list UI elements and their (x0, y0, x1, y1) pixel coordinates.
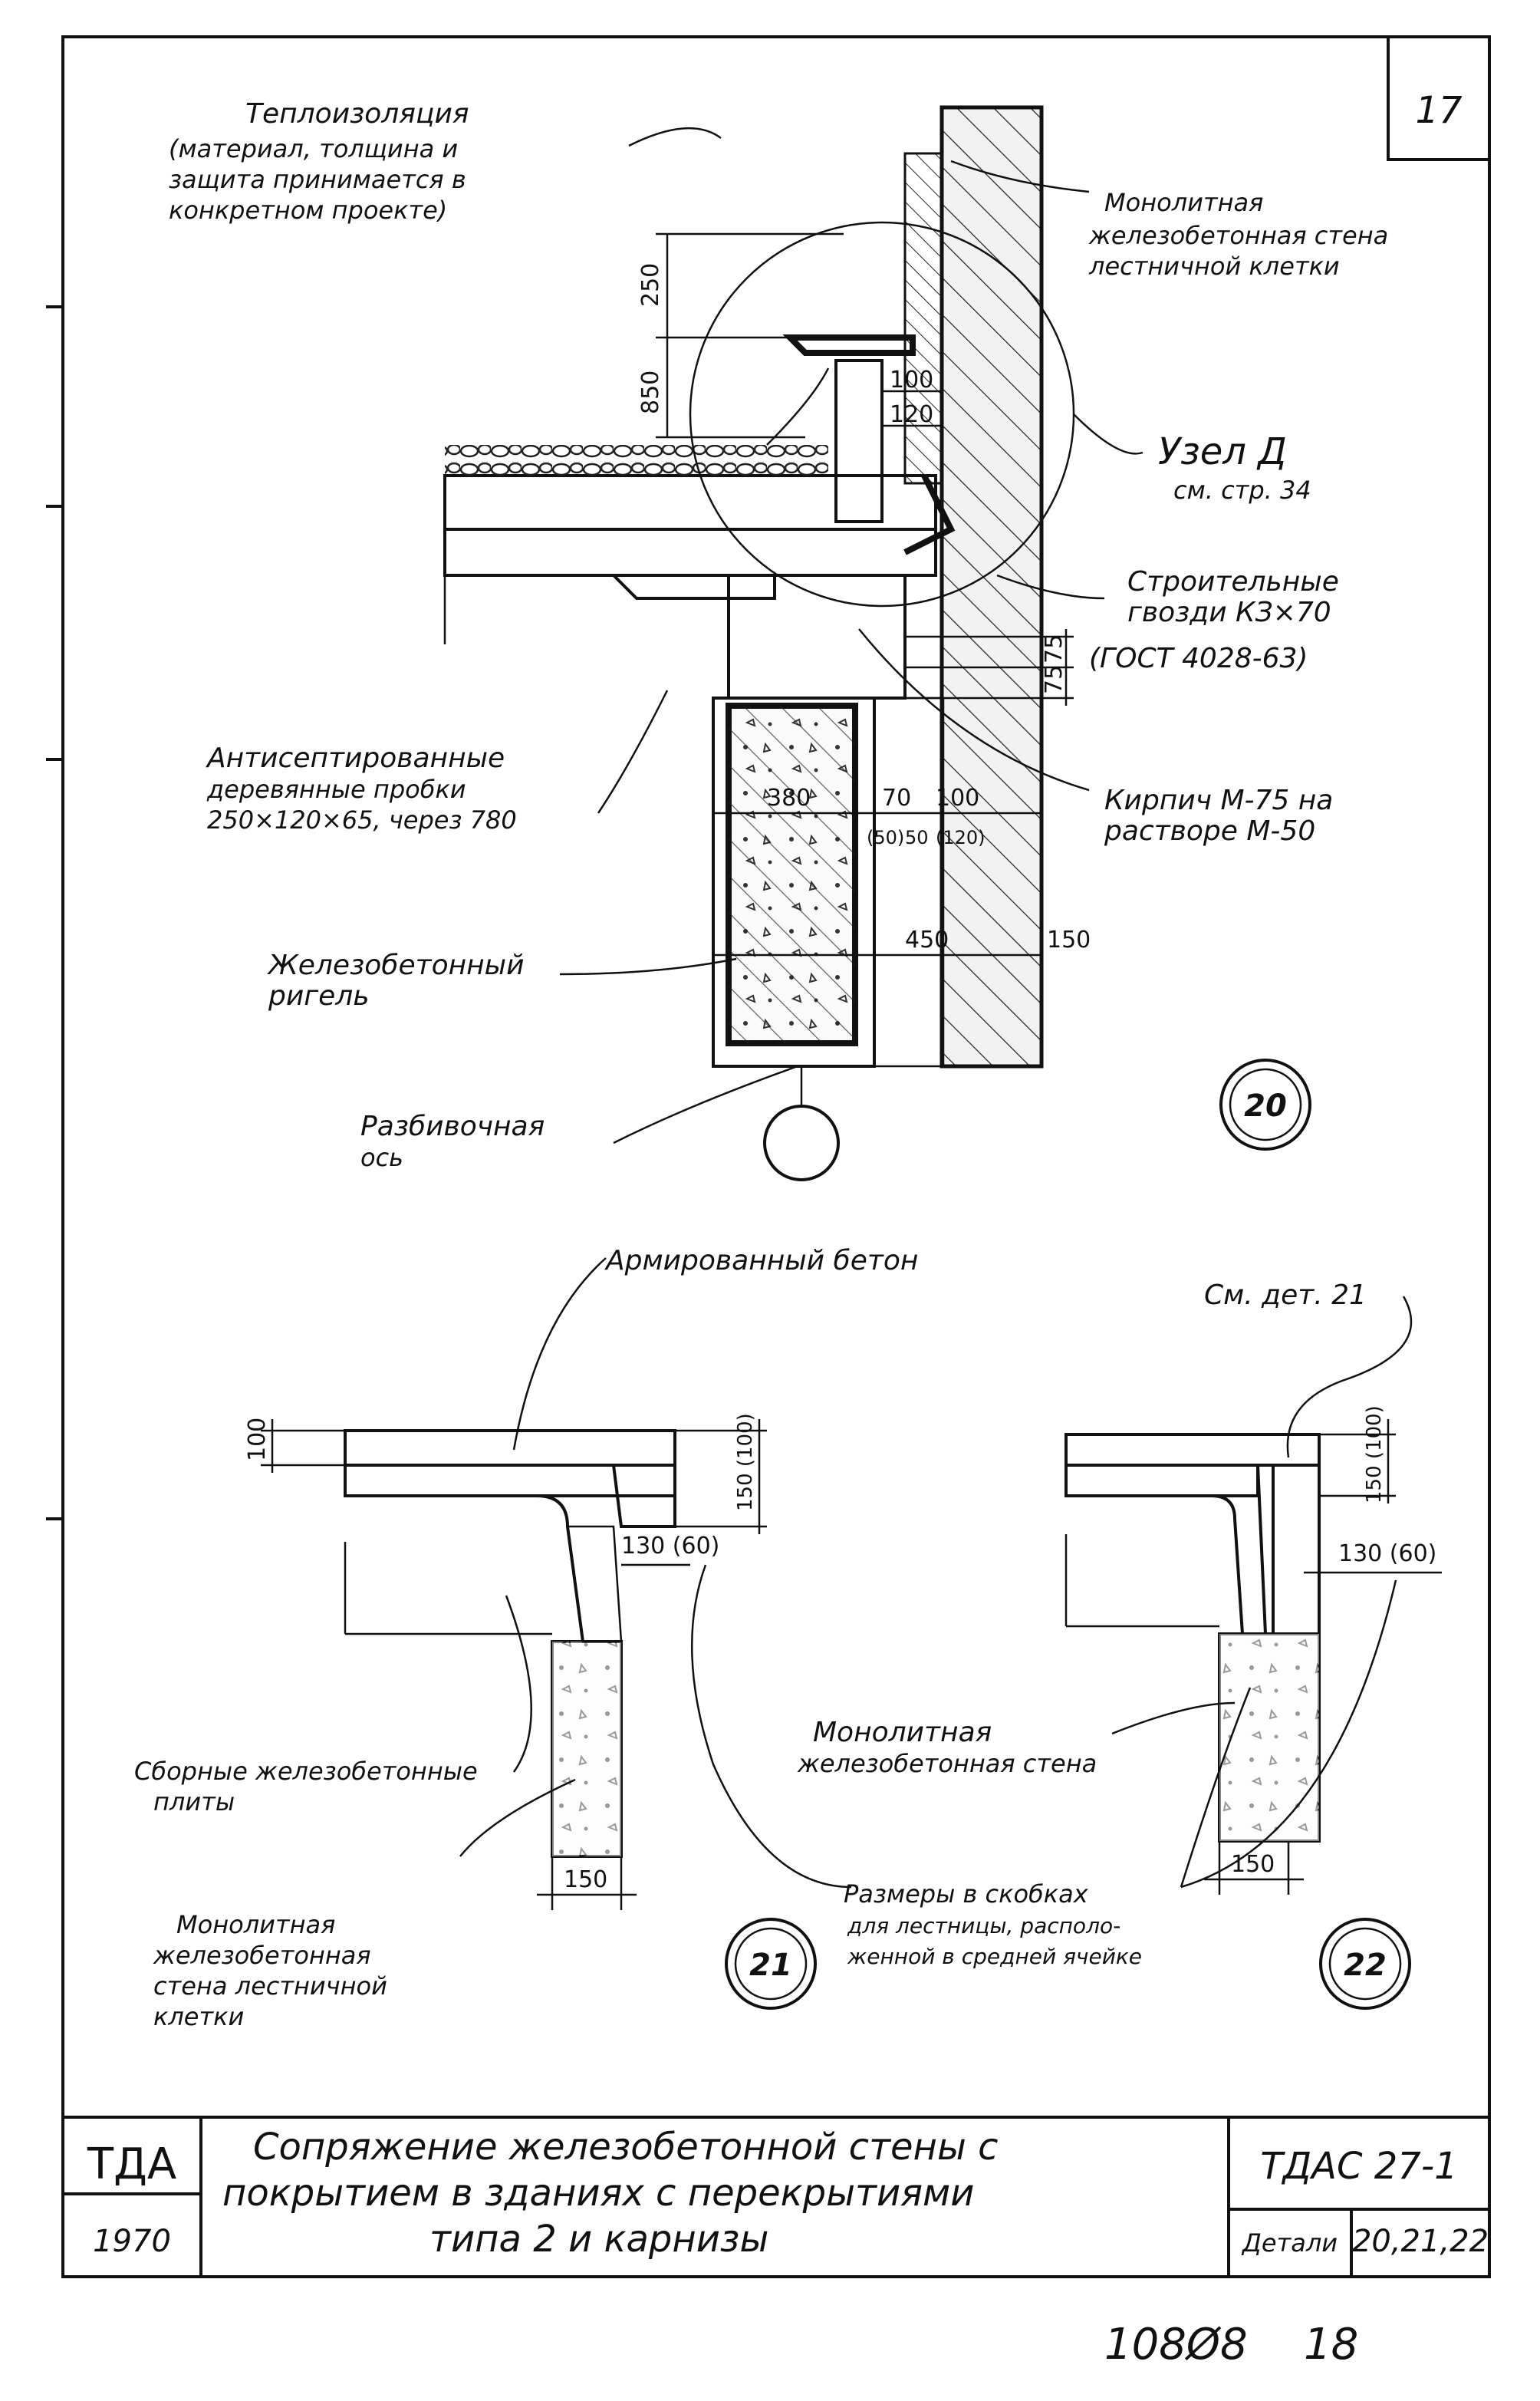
label-mono-wall-20: Монолитная железобетонная стена лестничн… (1088, 188, 1388, 281)
dim-150-22: 150 (1231, 1851, 1275, 1878)
reinforced-concrete-21 (344, 1429, 676, 1467)
dim-150-100-22: 150 (100) (1363, 1405, 1386, 1504)
svg-text:(материал, толщина и: (материал, толщина и (169, 134, 458, 163)
dim-120: 120 (890, 401, 933, 428)
dim-130-60-21: 130 (60) (621, 1533, 719, 1559)
svg-text:20: 20 (1244, 1089, 1287, 1124)
svg-text:растворе М-50: растворе М-50 (1104, 815, 1315, 847)
svg-text:ригель: ригель (268, 980, 370, 1012)
svg-text:(ГОСТ 4028-63): (ГОСТ 4028-63) (1089, 643, 1308, 674)
dim-450: 450 (905, 927, 949, 953)
stamp-org: ТДА (87, 2139, 176, 2189)
svg-text:Теплоизоляция: Теплоизоляция (245, 98, 469, 130)
dim-150-100-21: 150 (100) (734, 1413, 757, 1511)
svg-text:21: 21 (749, 1948, 792, 1983)
stamp-title-line-1: Сопряжение железобетонной стены с (253, 2126, 998, 2169)
svg-text:клетки: клетки (153, 2002, 244, 2031)
svg-text:конкретном проекте): конкретном проекте) (169, 196, 447, 225)
detail-22: 150 (100) 130 (60) 150 См. дет. 21 Монол… (797, 1280, 1442, 2010)
detail-number-20: 20 (1219, 1059, 1311, 1151)
svg-text:лестничной клетки: лестничной клетки (1088, 252, 1340, 281)
sheet-number: 17 (1415, 89, 1463, 132)
label-plugs: Антисептированные деревянные пробки 250×… (206, 743, 517, 835)
stamp-year: 1970 (93, 2224, 171, 2259)
svg-text:ось: ось (360, 1143, 403, 1172)
svg-text:Антисептированные: Антисептированные (206, 743, 505, 774)
svg-text:для лестницы, располо-: для лестницы, располо- (847, 1913, 1120, 1938)
svg-text:250×120×65, через 780: 250×120×65, через 780 (207, 805, 517, 835)
sheet-frame (46, 35, 1491, 2278)
svg-text:женной в средней ячейке: женной в средней ячейке (847, 1944, 1142, 1969)
dim-100: 100 (890, 367, 933, 394)
reinforced-concrete-22 (1065, 1433, 1321, 1467)
svg-text:Железобетонный: Железобетонный (267, 950, 525, 981)
dim-75b: 75 (1041, 665, 1068, 694)
svg-text:деревянные пробки: деревянные пробки (206, 775, 466, 804)
dim-70: 70 (882, 785, 911, 812)
dim-50a: (50) (867, 827, 904, 848)
bottom-page: 18 (1304, 2320, 1358, 2370)
label-mono-wall-21: Монолитная железобетонная стена лестничн… (153, 1910, 387, 2031)
svg-text:стена лестничной: стена лестничной (153, 1971, 387, 2001)
stamp-details-label: Детали (1241, 2228, 1338, 2258)
label-brackets-note: Размеры в скобках для лестницы, располо-… (844, 1879, 1142, 1969)
dim-100b: 100 (936, 785, 979, 812)
sheet-number-box: 17 (1387, 35, 1491, 161)
svg-text:железобетонная стена: железобетонная стена (797, 1749, 1097, 1778)
stamp-code: ТДАС 27-1 (1260, 2145, 1457, 2188)
label-axis: Разбивочная ось (360, 1111, 545, 1172)
svg-text:Монолитная: Монолитная (176, 1910, 335, 1939)
detail-number-22: 22 (1319, 1918, 1411, 2010)
label-brick: Кирпич М-75 на растворе М-50 (1104, 785, 1333, 847)
svg-text:Узел Д: Узел Д (1158, 430, 1287, 473)
svg-text:22: 22 (1344, 1948, 1387, 1983)
svg-text:гвозди КЗ×70: гвозди КЗ×70 (1127, 597, 1331, 628)
label-girder: Железобетонный ригель (267, 950, 525, 1012)
stamp-title-line-2: покрытием в зданиях с перекрытиями (222, 2172, 974, 2215)
svg-text:Размеры в скобках: Размеры в скобках (844, 1879, 1089, 1909)
dim-100-21: 100 (244, 1418, 271, 1461)
dim-380: 380 (767, 785, 811, 812)
stamp-details-value: 20,21,22 (1352, 2224, 1489, 2259)
detail-21: 100 150 (100) 130 (60) 150 Армированный … (134, 1245, 1142, 2031)
detail-20: 250 850 100 120 75 75 380 70 100 (50) 50… (169, 98, 1388, 1181)
stamp-title-line-3: типа 2 и карнизы (429, 2218, 768, 2261)
bottom-code: 108Ø8 (1104, 2320, 1248, 2370)
svg-text:плиты: плиты (153, 1787, 235, 1816)
dim-120b: (120) (936, 827, 986, 848)
dim-75a: 75 (1041, 634, 1068, 664)
label-nails: Строительные гвозди КЗ×70 (ГОСТ 4028-63) (1089, 566, 1339, 674)
roof-slab (443, 528, 937, 577)
svg-text:защита принимается в: защита принимается в (169, 165, 466, 194)
gravel-layer (445, 445, 828, 477)
dim-250: 250 (637, 263, 664, 307)
svg-text:см. стр. 34: см. стр. 34 (1173, 476, 1311, 505)
dim-850: 850 (637, 371, 664, 414)
label-see-detail-21: См. дет. 21 (1204, 1280, 1367, 1311)
axis-marker (763, 1105, 840, 1181)
label-reinforced-concrete: Армированный бетон (604, 1245, 918, 1276)
dim-50b: 50 (905, 827, 929, 848)
svg-text:железобетонная: железобетонная (153, 1941, 371, 1970)
svg-text:Сборные железобетонные: Сборные железобетонные (134, 1757, 478, 1786)
detail-number-21: 21 (725, 1918, 817, 2010)
label-mono-wall-22: Монолитная железобетонная стена (797, 1717, 1097, 1778)
dim-150: 150 (1047, 927, 1091, 953)
label-node-d: Узел Д см. стр. 34 (1158, 430, 1311, 505)
label-insulation: Теплоизоляция (материал, толщина и защит… (169, 98, 469, 225)
dim-150-21: 150 (564, 1866, 607, 1893)
label-precast-slabs: Сборные железобетонные плиты (134, 1757, 478, 1816)
wood-block (834, 359, 884, 523)
svg-text:Разбивочная: Разбивочная (360, 1111, 545, 1142)
svg-text:Монолитная: Монолитная (1104, 188, 1263, 217)
svg-text:Кирпич М-75 на: Кирпич М-75 на (1104, 785, 1333, 816)
title-block: ТДА 1970 Сопряжение железобетонной стены… (63, 2116, 1489, 2277)
svg-text:Строительные: Строительные (1127, 566, 1339, 598)
svg-text:Монолитная: Монолитная (813, 1717, 992, 1748)
dim-130-60-22: 130 (60) (1338, 1540, 1436, 1567)
svg-text:железобетонная стена: железобетонная стена (1088, 221, 1388, 250)
